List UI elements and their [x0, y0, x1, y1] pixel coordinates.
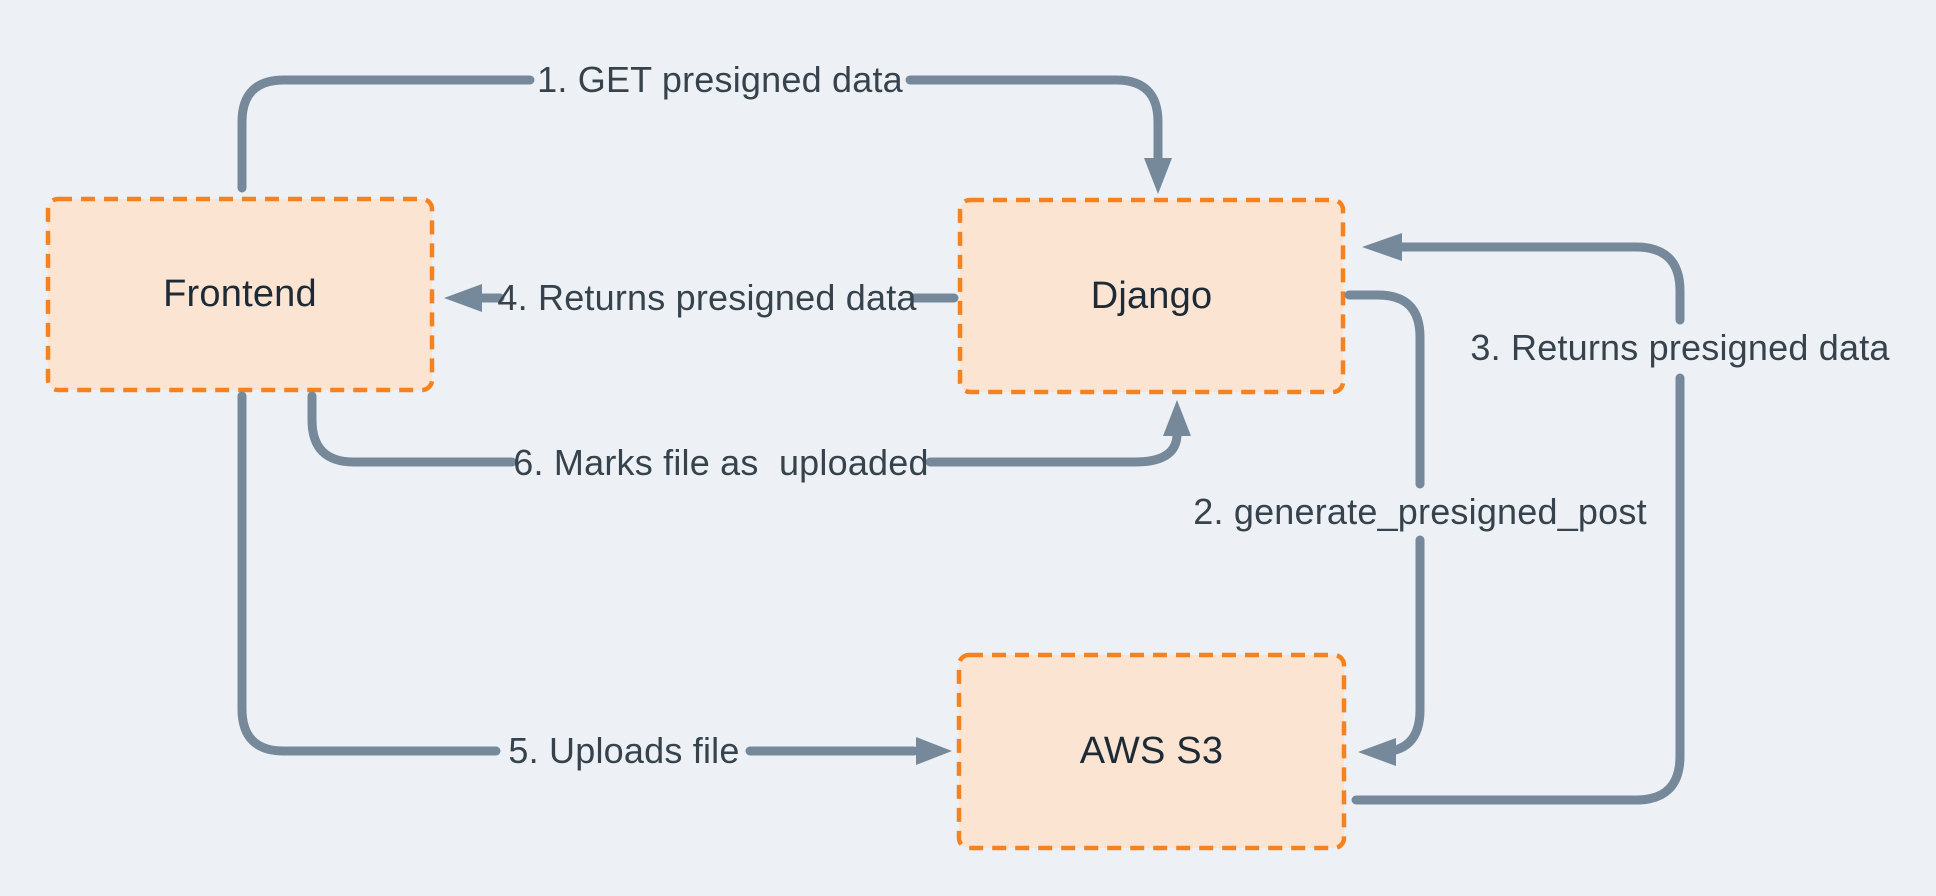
aws-s3-box: AWS S3	[959, 655, 1344, 848]
edge-2-label: 2. generate_presigned_post	[1193, 491, 1647, 532]
edge-1-path-left	[237, 75, 535, 193]
edge-4-label: 4. Returns presigned data	[497, 277, 917, 318]
edge-3-path-upper	[1395, 242, 1685, 325]
edge-2-path-upper	[1344, 290, 1425, 489]
aws-s3-box-outline	[956, 652, 1347, 851]
django-box: Django	[960, 200, 1343, 392]
edge-2-arrowhead-left-icon	[1358, 738, 1396, 766]
frontend-box: Frontend	[48, 199, 432, 390]
frontend-box-label: Frontend	[163, 273, 317, 315]
edge-3-arrowhead-left-icon	[1362, 233, 1402, 261]
edge-5-label: 5. Uploads file	[508, 730, 740, 771]
edge-6-path-right	[925, 429, 1182, 467]
edge-6-path-left	[307, 391, 517, 467]
edge-3-path-lower	[1351, 373, 1685, 805]
edge-1-label: 1. GET presigned data	[537, 59, 903, 100]
edge-5-arrowhead-right-icon	[916, 737, 952, 765]
edge-4-arrowhead-left-icon	[444, 284, 482, 312]
edge-2-path-lower	[1375, 535, 1425, 757]
frontend-box-outline	[45, 196, 435, 393]
edge-6-arrowhead-up-icon	[1163, 400, 1191, 436]
aws-s3-box-label: AWS S3	[1079, 730, 1224, 772]
edge-5-path-left	[237, 391, 501, 756]
django-box-label: Django	[1090, 274, 1213, 317]
edge-3-label: 3. Returns presigned data	[1470, 327, 1890, 368]
edge-1-arrowhead-down-icon	[1144, 158, 1172, 194]
edge-6-label: 6. Marks file as uploaded	[513, 442, 929, 483]
edge-1-path-right	[905, 75, 1163, 165]
django-box-outline	[957, 197, 1346, 395]
